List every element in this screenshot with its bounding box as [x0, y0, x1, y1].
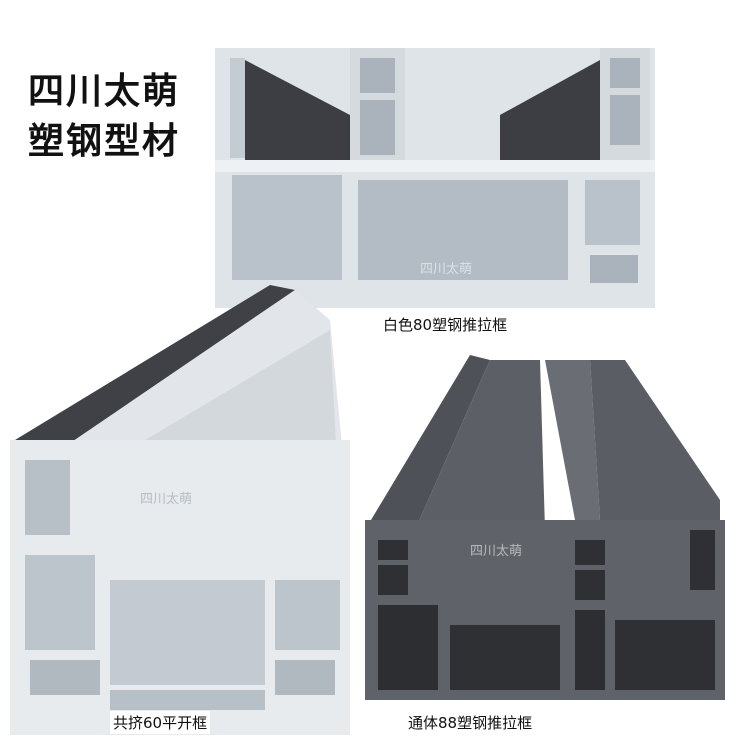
watermark: 四川太萌 — [470, 544, 523, 559]
profile-white-80 — [215, 48, 655, 308]
headline-line1: 四川太萌 — [28, 71, 181, 112]
caption-grey-88: 通体88塑钢推拉框 — [405, 711, 536, 734]
profile-white-60 — [10, 285, 350, 735]
watermark: 四川太萌 — [140, 492, 193, 507]
headline-line2: 塑钢型材 — [28, 121, 181, 162]
watermark: 四川太萌 — [420, 262, 473, 277]
caption-white-60: 共挤60平开框 — [110, 711, 211, 734]
profile-grey-88 — [365, 355, 725, 700]
caption-white-80: 白色80塑钢推拉框 — [380, 313, 511, 336]
